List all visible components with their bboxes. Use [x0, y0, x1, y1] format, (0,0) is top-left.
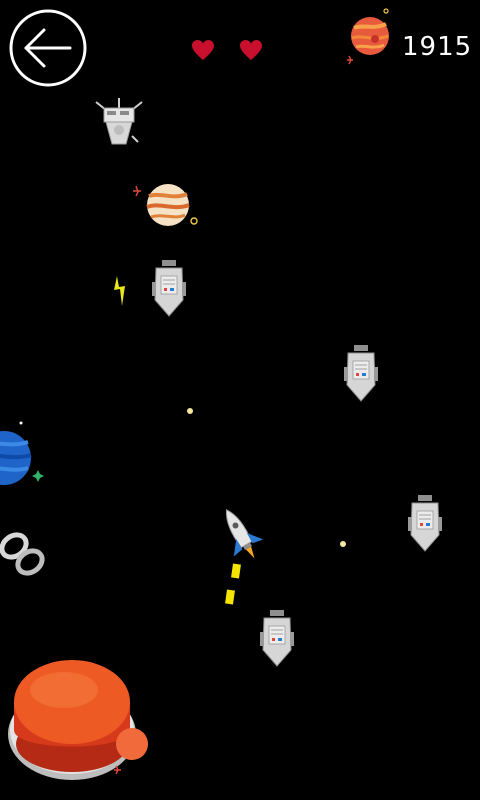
striped-planet: [133, 184, 198, 226]
enemy-rocket: [344, 345, 378, 402]
star: [19, 421, 23, 425]
back-button[interactable]: [8, 8, 88, 88]
star: [187, 408, 193, 414]
enemy-rocket: [260, 610, 294, 667]
satellite: [95, 98, 143, 145]
arrow-left-icon: [9, 9, 87, 87]
score-counter: 1915: [402, 32, 473, 62]
chain-links: [0, 532, 45, 576]
lives-indicator: [186, 36, 276, 66]
player-rocket: [225, 509, 264, 559]
enemy-rocket: [408, 495, 442, 552]
heart-icon: [240, 40, 262, 60]
bullet-trail: [225, 563, 241, 605]
blue-planet: [0, 431, 44, 485]
bullet: [231, 563, 241, 579]
fire-button[interactable]: [4, 650, 154, 790]
big-red-button-icon: [8, 660, 148, 780]
lightning-bolt: [114, 276, 125, 306]
star: [340, 541, 346, 547]
enemy-rocket: [152, 260, 186, 317]
planet-coin-icon: [344, 6, 400, 66]
heart-icon: [192, 40, 214, 60]
bullet: [225, 589, 235, 605]
